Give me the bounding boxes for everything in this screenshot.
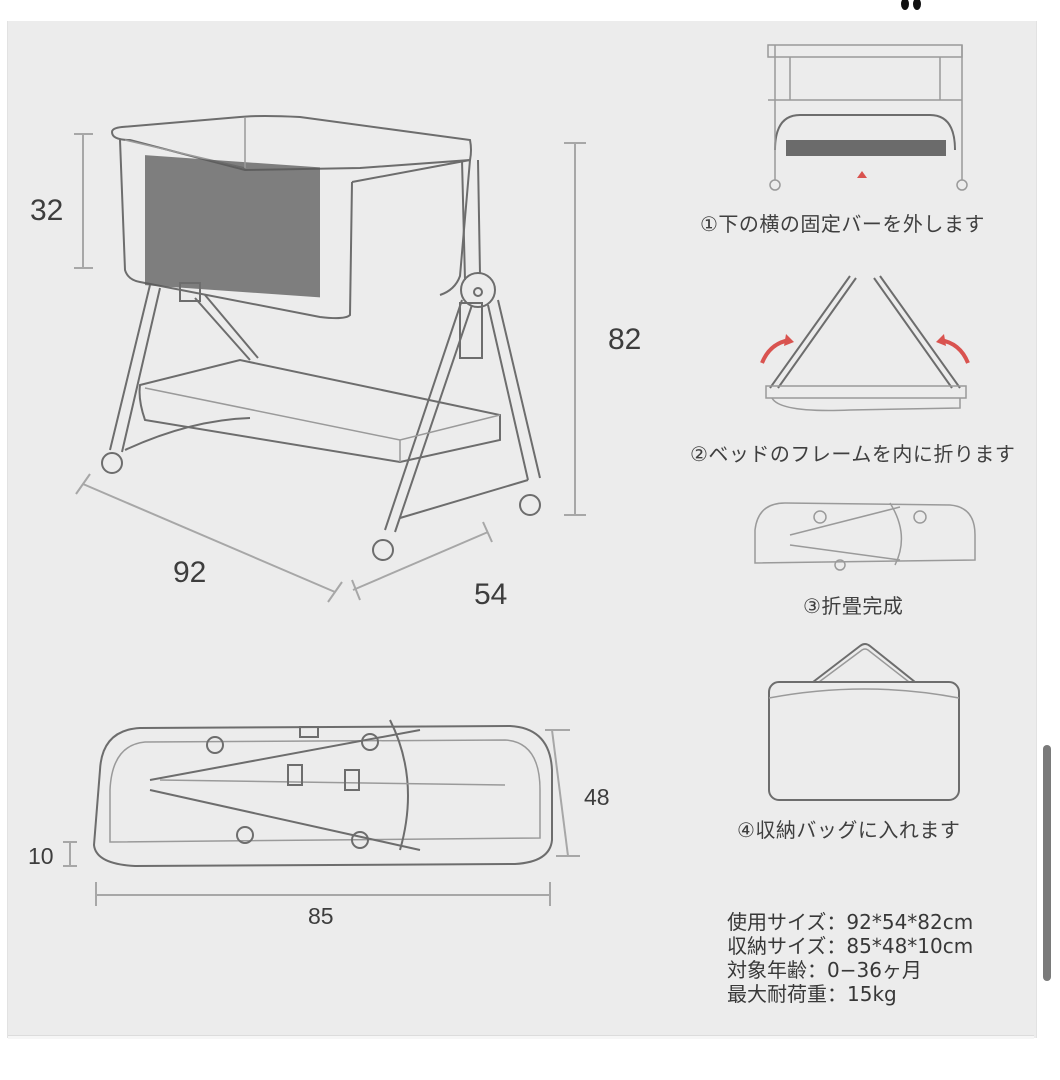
top-strip xyxy=(7,0,1035,21)
folded-crib-illustration xyxy=(63,719,580,906)
dimension-folded-height: 10 xyxy=(28,843,54,869)
vertical-scrollbar[interactable] xyxy=(1043,745,1051,981)
dimension-total-height: 82 xyxy=(608,323,642,356)
step1-remove-bar-icon xyxy=(767,44,968,191)
dimension-bed-depth: 32 xyxy=(30,194,64,227)
spec-target-age: 対象年齢：0−36ヶ月 xyxy=(727,958,922,982)
dimension-width: 54 xyxy=(474,578,508,611)
step3-folded-complete-icon xyxy=(754,502,976,571)
step4-storage-bag-icon xyxy=(768,643,960,801)
crib-illustration xyxy=(74,115,586,603)
dimension-folded-length: 85 xyxy=(308,903,334,929)
step4-label: ④収納バッグに入れます xyxy=(737,818,961,842)
specifications: 使用サイズ：92*54*82cm 収納サイズ：85*48*10cm 対象年齢：0… xyxy=(727,910,973,1006)
spec-storage-size: 収納サイズ：85*48*10cm xyxy=(727,934,974,958)
spec-usage-size: 使用サイズ：92*54*82cm xyxy=(727,910,974,934)
step2-fold-frame-icon xyxy=(760,275,970,412)
panel-bottom-border xyxy=(8,1035,1034,1039)
dimension-folded-width: 48 xyxy=(584,784,610,810)
step1-label: ①下の横の固定バーを外します xyxy=(700,212,985,236)
step2-label: ②ベッドのフレームを内に折ります xyxy=(690,442,1016,466)
spec-max-load: 最大耐荷重：15kg xyxy=(727,982,897,1006)
step3-label: ③折畳完成 xyxy=(803,594,904,618)
dimension-length: 92 xyxy=(173,556,207,589)
stroller-icon xyxy=(901,0,921,10)
